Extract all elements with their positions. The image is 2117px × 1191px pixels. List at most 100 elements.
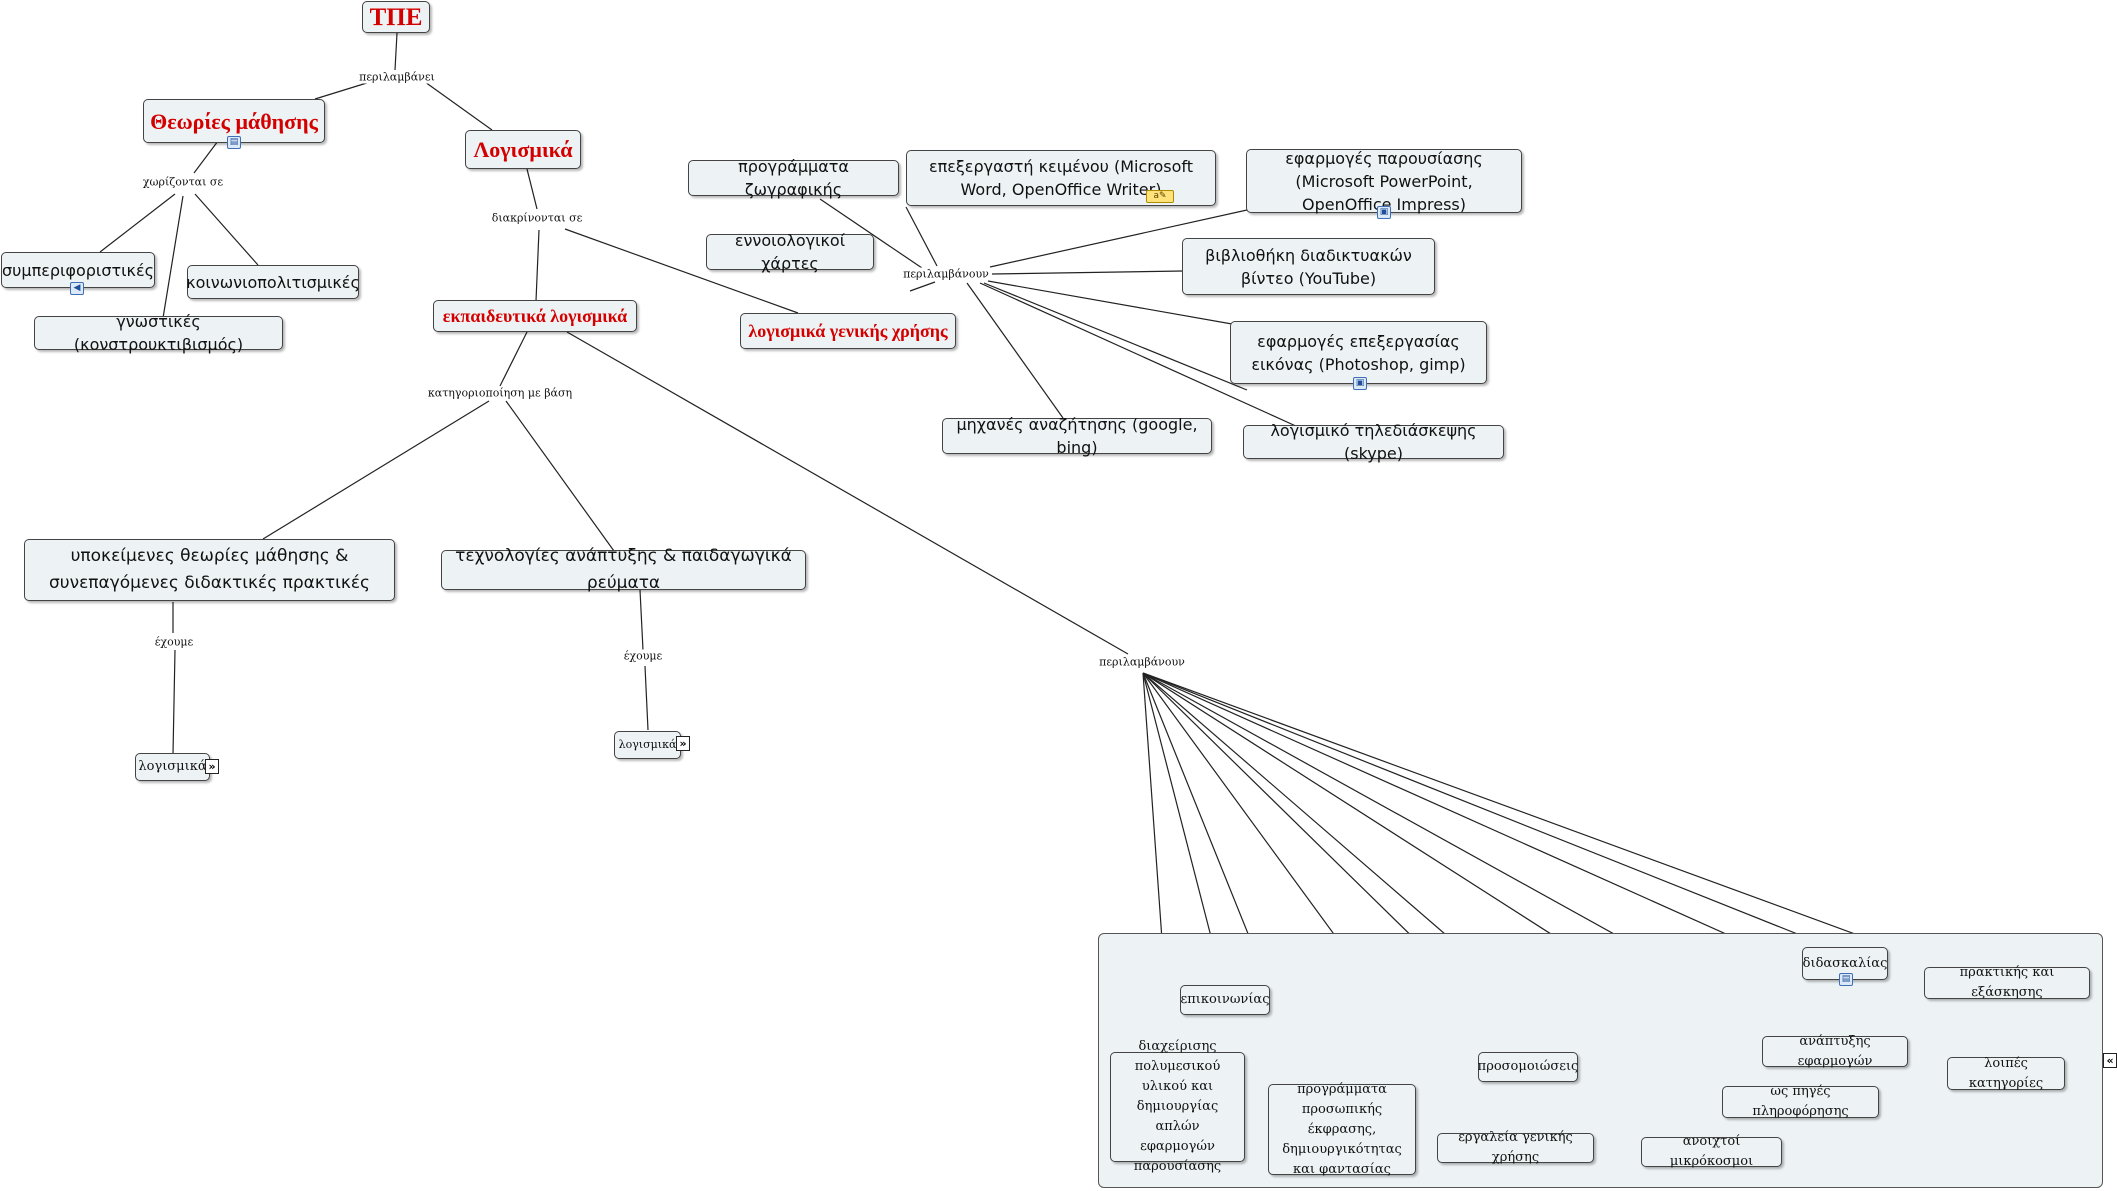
node-label: εφαρμογές επεξεργασίας εικόνας (Photosho… bbox=[1251, 331, 1466, 374]
link-line bbox=[987, 280, 1233, 325]
link-line bbox=[162, 195, 184, 319]
node-label: επικοινωνίας bbox=[1180, 992, 1270, 1007]
link-line bbox=[566, 331, 1129, 655]
note-icon[interactable]: a✎ bbox=[1146, 190, 1174, 203]
link-line bbox=[983, 282, 1248, 391]
node-label: βιβλιοθήκη διαδικτυακών βίντεο (YouTube) bbox=[1205, 245, 1412, 288]
link-line bbox=[499, 331, 528, 387]
link-line bbox=[991, 270, 1184, 275]
node-general-tools[interactable]: εργαλεία γενικής χρήσης bbox=[1437, 1130, 1594, 1165]
node-search[interactable]: μηχανές αναζήτησης (google, bing) bbox=[942, 415, 1212, 457]
node-sociocultural[interactable]: κοινωνιοπολιτισμικές bbox=[186, 265, 360, 299]
node-label: ως πηγές πληροφόρησης bbox=[1752, 1084, 1849, 1119]
node-label: πρακτικής και εξάσκησης bbox=[1959, 965, 2055, 1000]
node-label: εκπαιδευτικά λογισμικά bbox=[442, 305, 628, 326]
link-line bbox=[909, 281, 936, 292]
link-label-categorization: κατηγοριοποίηση με βάση bbox=[425, 386, 575, 400]
expand-icon[interactable]: » bbox=[205, 759, 219, 774]
node-tech-currents[interactable]: τεχνολογίες ανάπτυξης & παιδαγωγικά ρεύμ… bbox=[441, 546, 806, 593]
node-label: ΤΠΕ bbox=[369, 3, 423, 31]
node-label: κοινωνιοπολιτισμικές bbox=[186, 272, 360, 292]
node-label: συμπεριφοριστικές bbox=[2, 260, 154, 280]
node-other[interactable]: λοιπές κατηγορίες bbox=[1947, 1056, 2065, 1091]
node-communication[interactable]: επικοινωνίας bbox=[1180, 985, 1270, 1015]
link-label-we-have: έχουμε bbox=[152, 635, 196, 649]
link-line bbox=[505, 400, 615, 552]
audio-icon[interactable]: ◀ bbox=[70, 282, 84, 295]
node-label: λογισμικά bbox=[138, 759, 207, 774]
link-line bbox=[172, 649, 176, 755]
link-line bbox=[424, 81, 493, 131]
node-practice[interactable]: πρακτικής και εξάσκησης bbox=[1924, 965, 2090, 1000]
node-root[interactable]: ΤΠΕ bbox=[362, 1, 430, 33]
node-concept-maps[interactable]: εννοιολογικοί χάρτες bbox=[706, 231, 874, 273]
link-line bbox=[966, 282, 1064, 419]
node-label: προγράμματα προσωπικής έκφρασης, δημιουρ… bbox=[1282, 1081, 1402, 1177]
link-label-include-general: περιλαμβάνουν bbox=[901, 267, 991, 281]
link-line bbox=[644, 665, 649, 731]
link-label-distinguished-into: διακρίνονται σε bbox=[489, 211, 585, 225]
node-app-dev[interactable]: ανάπτυξης εφαρμογών bbox=[1762, 1034, 1908, 1069]
node-multimedia[interactable]: διαχείρισης πολυμεσικού υλικού και δημιο… bbox=[1110, 1039, 1245, 1174]
node-cognitive[interactable]: γνωστικές (κονστρουκτιβισμός) bbox=[34, 312, 283, 354]
link-line bbox=[979, 282, 1299, 428]
node-label: ανάπτυξης εφαρμογών bbox=[1797, 1033, 1873, 1069]
expand-icon[interactable]: » bbox=[676, 736, 690, 751]
node-label: διαχείρισης πολυμεσικού υλικού και δημιο… bbox=[1133, 1039, 1222, 1174]
link-line bbox=[314, 81, 371, 100]
node-label: υποκείμενες θεωρίες μάθησης & συνεπαγόμε… bbox=[48, 546, 371, 593]
node-edu-software[interactable]: εκπαιδευτικά λογισμικά bbox=[433, 300, 637, 332]
document-icon[interactable]: ▤ bbox=[1839, 973, 1853, 986]
node-label: προγράμματα ζωγραφικής bbox=[738, 157, 849, 199]
node-label: επεξεργαστή κειμένου (Microsoft Word, Op… bbox=[928, 157, 1194, 199]
node-image-edit[interactable]: εφαρμογές επεξεργασίας εικόνας (Photosho… bbox=[1230, 321, 1487, 384]
node-paint[interactable]: προγράμματα ζωγραφικής bbox=[688, 157, 899, 199]
node-info-sources[interactable]: ως πηγές πληροφόρησης bbox=[1722, 1084, 1879, 1119]
node-label: τεχνολογίες ανάπτυξης & παιδαγωγικά ρεύμ… bbox=[455, 546, 792, 593]
node-label: λοιπές κατηγορίες bbox=[1968, 1055, 2044, 1091]
node-microworlds[interactable]: ανοιχτοί μικρόκοσμοι bbox=[1641, 1134, 1782, 1169]
link-line bbox=[905, 206, 938, 267]
node-conference[interactable]: λογισμικό τηλεδιάσκεψης (skype) bbox=[1243, 421, 1504, 463]
node-label: Λογισμικά bbox=[473, 137, 573, 162]
node-label: λογισμικά bbox=[618, 738, 677, 751]
node-expression[interactable]: προγράμματα προσωπικής έκφρασης, δημιουρ… bbox=[1268, 1082, 1416, 1177]
node-video[interactable]: βιβλιοθήκη διαδικτυακών βίντεο (YouTube) bbox=[1182, 238, 1435, 295]
link-label-divided-into: χωρίζονται σε bbox=[140, 175, 226, 189]
node-general-software[interactable]: λογισμικά γενικής χρήσης bbox=[740, 313, 956, 349]
link-line bbox=[535, 229, 540, 302]
link-label-include-edu: περιλαμβάνουν bbox=[1097, 655, 1187, 669]
node-label: εφαρμογές παρουσίασης (Microsoft PowerPo… bbox=[1285, 148, 1483, 214]
node-simulations[interactable]: προσομοιώσεις bbox=[1478, 1052, 1578, 1082]
link-line bbox=[564, 228, 799, 314]
node-label: προσομοιώσεις bbox=[1477, 1059, 1579, 1074]
node-label: εργαλεία γενικής χρήσης bbox=[1458, 1130, 1573, 1165]
node-label: λογισμικό τηλεδιάσκεψης (skype) bbox=[1270, 421, 1477, 463]
node-label: λογισμικά γενικής χρήσης bbox=[748, 320, 948, 341]
image-icon[interactable]: ▣ bbox=[1377, 206, 1391, 219]
image-icon[interactable]: ▣ bbox=[1353, 377, 1367, 390]
link-line bbox=[99, 193, 176, 253]
node-soft-a[interactable]: λογισμικά bbox=[135, 753, 210, 781]
link-line bbox=[193, 140, 219, 174]
node-label: ανοιχτοί μικρόκοσμοι bbox=[1669, 1134, 1754, 1169]
link-line bbox=[194, 193, 259, 266]
node-label: εννοιολογικοί χάρτες bbox=[734, 231, 846, 273]
node-label: γνωστικές (κονστρουκτιβισμός) bbox=[73, 312, 244, 354]
node-theories-practices[interactable]: υποκείμενες θεωρίες μάθησης & συνεπαγόμε… bbox=[24, 539, 395, 601]
node-presentation[interactable]: εφαρμογές παρουσίασης (Microsoft PowerPo… bbox=[1246, 148, 1522, 214]
document-icon[interactable]: ▤ bbox=[227, 136, 241, 149]
link-line bbox=[989, 209, 1248, 268]
node-theories[interactable]: Θεωρίες μάθησης bbox=[143, 99, 325, 143]
link-line bbox=[262, 400, 490, 540]
link-line bbox=[394, 32, 398, 71]
link-line bbox=[639, 589, 644, 651]
node-label: μηχανές αναζήτησης (google, bing) bbox=[956, 415, 1198, 457]
link-line bbox=[526, 168, 538, 210]
expand-icon[interactable]: « bbox=[2103, 1053, 2117, 1068]
link-line bbox=[819, 198, 923, 269]
node-label: διδασκαλίας bbox=[1802, 955, 1888, 971]
node-soft-b[interactable]: λογισμικά bbox=[614, 731, 681, 759]
node-software[interactable]: Λογισμικά bbox=[465, 130, 581, 169]
